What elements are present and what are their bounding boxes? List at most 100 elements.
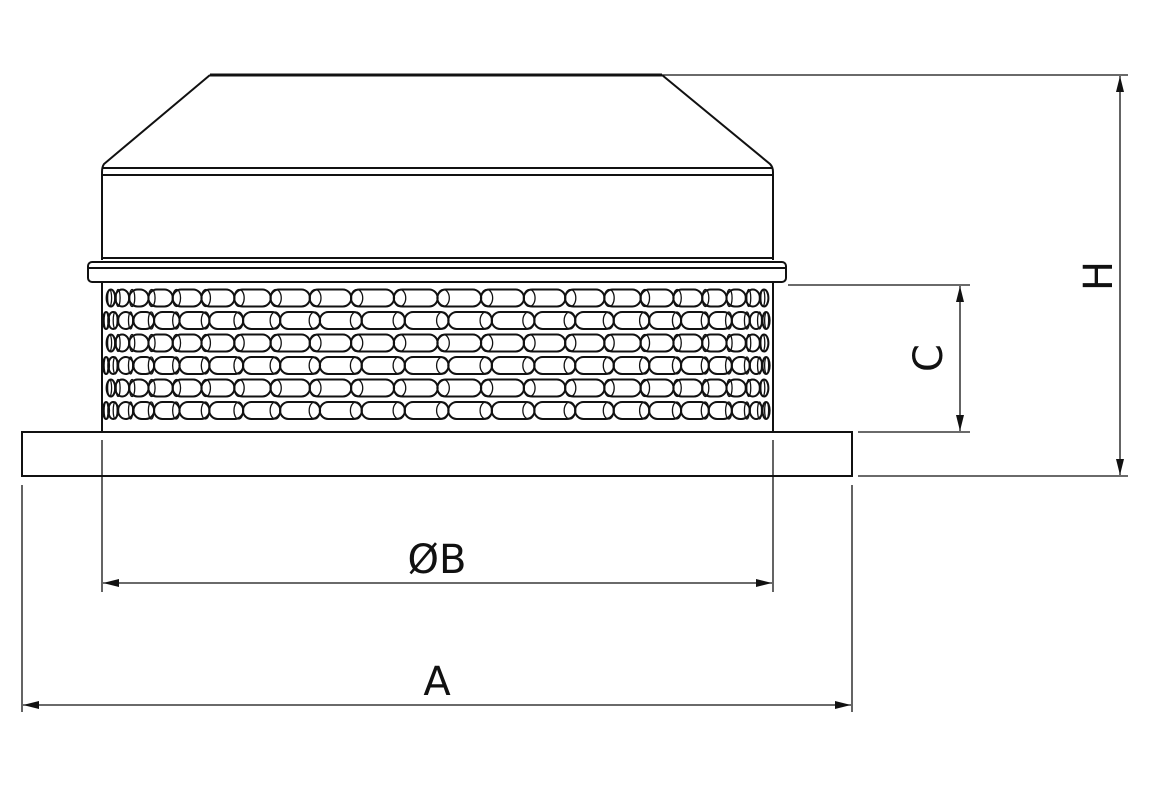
perforation-slot-edge [435,401,450,420]
perforation-slot-edge [479,401,493,420]
perforation-slot [672,333,704,353]
perforation-slot-edge [171,333,182,353]
perforation-slot [707,401,733,420]
perforation-slot-edge [233,288,245,308]
perforation-slot [269,333,311,353]
perforation-slot [208,401,245,420]
perforation-slot [679,356,710,375]
perforation-slot [117,311,135,330]
perforation-slot-edge [349,356,363,375]
perforation-slot [392,288,439,308]
perforation-slot-edge [349,311,363,330]
perforation-slot [279,311,322,330]
perforation-slot [744,288,761,308]
perforation-slot [318,401,363,420]
perforation-slot [725,378,747,398]
perforation-slot-edge [350,378,364,398]
perforation-slot [447,311,494,330]
perforation-slot [639,288,675,308]
perforation-slot [318,311,363,330]
perforation-slot [672,378,704,398]
perforation-slot [744,333,761,353]
perforation-slot [403,356,450,375]
perforation-slot-edge [171,378,182,398]
perforation-slot-edge [128,288,136,308]
perforation-slot [574,356,615,375]
perforation-slot-edge [269,378,282,398]
perforation-slot-edge [435,356,450,375]
perforation-slot [241,401,282,420]
perforation-slot [479,333,526,353]
perforation-slot-edge [672,378,682,398]
perforation-slot [117,401,135,420]
perforation-slot-edge [269,311,281,330]
perforation-slot-edge [563,356,577,375]
perforation-slot [533,311,577,330]
perforation-slot [147,378,174,398]
perforation-slot-edge [269,356,281,375]
perforation-slot [725,333,747,353]
perforation-slot-edge [746,288,752,308]
perforation-slot [114,333,131,353]
perforation-slot-edge [763,401,770,420]
perforation-slot [564,378,606,398]
perforation-slot-edge [672,333,682,353]
dimension-label-c: C [906,344,952,372]
perforation-slot-edge [701,333,710,353]
perforation-slot-edge [639,333,651,353]
perforation-slot-edge [701,288,710,308]
perforation-slot [612,311,651,330]
perforation-slot [360,401,406,420]
perforation-slot [725,288,747,308]
perforation-slot [153,401,181,420]
perforation-slot-edge [308,401,321,420]
perforation-slot [479,288,526,308]
perforation-slot-edge [564,288,577,308]
perforation-slot [132,311,156,330]
perforation-slot [612,401,651,420]
perforation-slot-edge [436,333,450,353]
perforation-slot [447,356,494,375]
perforation-slot [178,311,211,330]
perforation-slot [730,356,751,375]
perforation-slot [603,378,642,398]
perforation-slot-edge [763,356,770,375]
perforation-slot-edge [602,356,615,375]
perforation-slot-edge [639,288,651,308]
perforation-slot-edge [147,378,156,398]
perforation-slot-edge [671,356,682,375]
perforation-slot-edge [115,378,121,398]
perforation-slot-edge [128,333,136,353]
perforation-slot-edge [308,356,321,375]
roof-cap [101,73,774,260]
perforation-slot [147,333,174,353]
perforation-slot-edge [638,311,650,330]
perforation-slot [171,333,203,353]
perforation-slot-edge [726,288,733,308]
perforation-slot-edge [564,378,577,398]
perforation-slot-edge [480,333,494,353]
perforation-slot [490,311,536,330]
perforation-slot [574,311,615,330]
perforation-slot [153,356,181,375]
perforation-slot-edge [480,378,494,398]
perforation-slot-edge [639,378,651,398]
perforation-slot-edge [603,288,615,308]
perforation-slot-edge [638,356,650,375]
perforation-slot-edge [392,311,406,330]
perforation-slot-edge [523,333,536,353]
perforation-slot-edge [393,288,407,308]
perforation-slot-edge [128,378,136,398]
perforation-slot-edge [106,288,113,308]
perforation-slot [490,401,536,420]
perforation-slot-edge [112,356,118,375]
perforation-slot [178,356,211,375]
perforation-slot [132,356,156,375]
perforation-slot [308,333,353,353]
perforation-slot-edge [350,333,364,353]
perforation-slot [128,288,150,308]
perforation-slot-edge [746,333,752,353]
perforation-slot [758,378,770,398]
perforation-slot-edge [200,378,212,398]
perforation-slot-edge [523,378,536,398]
